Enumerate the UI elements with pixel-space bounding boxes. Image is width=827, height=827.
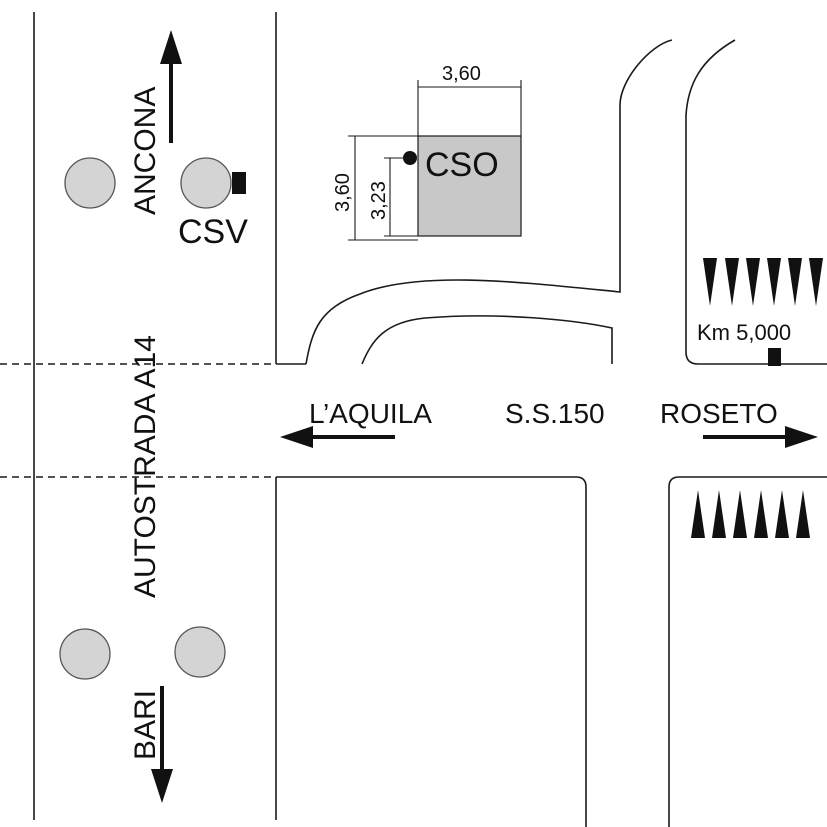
vegetation-bottom-right	[691, 490, 810, 538]
laquila-label: L’AQUILA	[309, 398, 432, 429]
roseto-arrow-head-icon	[785, 426, 818, 448]
tree-icon	[180, 157, 232, 209]
ancona-arrow-head-icon	[160, 30, 182, 64]
inner-height-dimension: 3,23	[368, 157, 418, 237]
width-dimension: 3,60	[417, 63, 522, 136]
csv-marker-icon	[232, 172, 246, 194]
roseto-label: ROSETO	[660, 398, 778, 429]
outer-height-dimension: 3,60	[332, 135, 418, 241]
ss150-bottom-edge-right	[668, 476, 827, 827]
tree-icon	[59, 628, 111, 680]
inner-height-dimension-label: 3,23	[368, 181, 390, 220]
laquila-arrow-head-icon	[280, 426, 313, 448]
tree-icon	[174, 626, 226, 678]
bari-label: BARI	[129, 690, 162, 760]
right-road-edge	[685, 39, 827, 365]
access-road-outer	[305, 39, 673, 365]
access-road-inner	[361, 315, 613, 365]
km-marker-icon	[768, 348, 781, 366]
outer-height-dimension-label: 3,60	[332, 173, 354, 212]
bari-arrow-head-icon	[151, 769, 173, 803]
tree-icon	[64, 157, 116, 209]
autostrada-label: AUTOSTRADA A14	[129, 335, 162, 598]
km-label: Km 5,000	[697, 320, 791, 345]
width-dimension-label: 3,60	[442, 63, 481, 85]
ss150-label: S.S.150	[505, 398, 605, 429]
ancona-label: ANCONA	[129, 87, 162, 215]
vegetation-top-right	[703, 258, 823, 306]
csv-label: CSV	[178, 213, 248, 251]
cso-building	[417, 135, 522, 237]
ss150-bottom-edge-left	[276, 476, 587, 827]
cso-label: CSO	[425, 146, 499, 184]
